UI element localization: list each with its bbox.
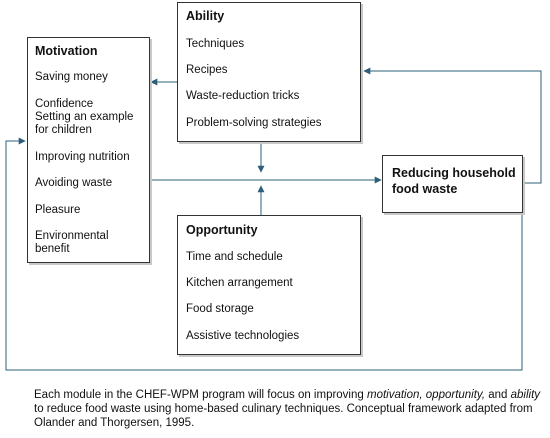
- opportunity-item: Time and schedule: [186, 251, 283, 263]
- opportunity-box: Opportunity Time and schedule Kitchen ar…: [177, 215, 361, 355]
- motivation-item: Saving money: [35, 71, 108, 83]
- motivation-item: Confidence Setting an example for childr…: [35, 98, 134, 136]
- caption-emphasis: motivation, opportunity,: [366, 389, 486, 401]
- caption-emphasis: ability: [510, 389, 541, 401]
- motivation-title: Motivation: [35, 44, 98, 58]
- feedback-line-to-ability: [363, 67, 542, 184]
- ability-item: Waste-reduction tricks: [186, 90, 300, 102]
- motivation-item: Environmental benefit: [35, 230, 109, 255]
- motivation-item: Avoiding waste: [35, 177, 113, 189]
- opportunity-item: Kitchen arrangement: [186, 277, 293, 289]
- opportunity-title: Opportunity: [186, 223, 258, 237]
- ability-item: Techniques: [186, 38, 245, 50]
- caption-text: and: [485, 389, 511, 401]
- caption-text: to reduce food waste using home-based cu…: [34, 403, 533, 429]
- opportunity-item: Food storage: [186, 303, 254, 315]
- opportunity-item: Assistive technologies: [186, 330, 300, 342]
- ability-title: Ability: [186, 9, 225, 23]
- ability-item: Recipes: [186, 64, 228, 76]
- motivation-box: Motivation Saving money Confidence Setti…: [27, 37, 150, 263]
- outcome-box: Reducing household food waste: [382, 155, 523, 213]
- ability-box: Ability Techniques Recipes Waste-reducti…: [177, 2, 361, 142]
- motivation-item: Improving nutrition: [35, 151, 130, 163]
- ability-item: Problem-solving strategies: [186, 117, 322, 129]
- outcome-title: Reducing household food waste: [392, 166, 516, 196]
- caption-text: Each module in the CHEF-WPM program will…: [34, 389, 367, 401]
- motivation-item: Pleasure: [35, 204, 81, 216]
- figure-caption: Each module in the CHEF-WPM program will…: [34, 388, 544, 430]
